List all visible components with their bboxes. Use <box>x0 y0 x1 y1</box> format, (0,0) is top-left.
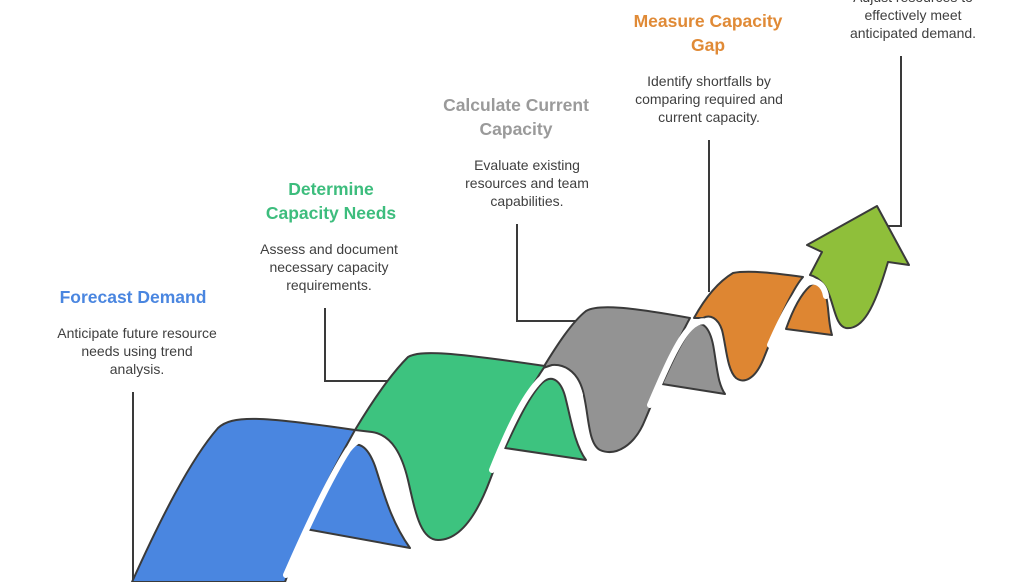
step-3-description: Evaluate existing resources and team cap… <box>465 157 589 209</box>
step-2-title: Determine Capacity Needs <box>265 179 397 223</box>
step-4-ribbon <box>693 270 804 382</box>
step-3-ribbon <box>542 306 691 453</box>
connector-line-3 <box>516 224 576 322</box>
connector-line-2 <box>324 308 390 382</box>
step-1-description: Anticipate future resource needs using t… <box>57 325 217 377</box>
fold-gap-4 <box>767 278 829 348</box>
step-4-title: Measure Capacity Gap <box>633 11 783 55</box>
step-4-description: Identify shortfalls by comparing require… <box>635 73 783 125</box>
connector-line-5 <box>885 56 902 227</box>
step-5-arrow-head <box>806 205 910 330</box>
step-3-ribbon-fold <box>504 377 587 461</box>
fold-gap-2 <box>489 369 583 473</box>
fold-gap-3 <box>647 318 722 408</box>
fold-gap-1 <box>283 434 393 578</box>
step-1-title: Forecast Demand <box>59 287 207 307</box>
step-3-title: Calculate Current Capacity <box>443 95 589 139</box>
step-2-description: Assess and document necessary capacity r… <box>260 241 398 293</box>
step-5-description: Adjust resources to effectively meet ant… <box>849 0 977 41</box>
